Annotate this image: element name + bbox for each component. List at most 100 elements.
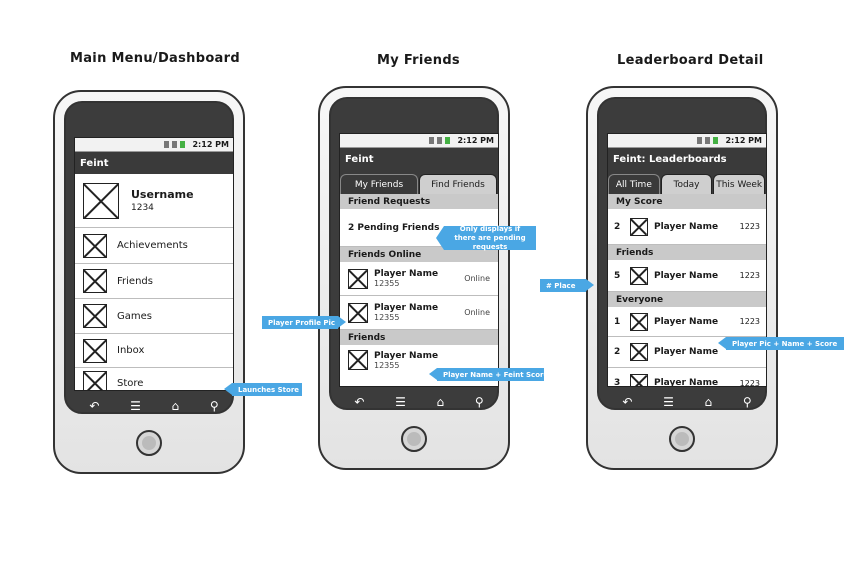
home-button[interactable] <box>401 426 427 452</box>
status-time: 2:12 PM <box>192 140 229 149</box>
player-name: Player Name <box>374 269 439 279</box>
player-name: Player Name <box>654 378 719 387</box>
menu-item-label: Inbox <box>117 345 145 356</box>
home-button[interactable] <box>136 430 162 456</box>
wifi-icon <box>697 137 703 144</box>
player-avatar <box>348 268 368 289</box>
player-avatar <box>348 350 368 370</box>
player-score: 12355 <box>374 279 400 288</box>
callout-place: # Place <box>540 279 594 292</box>
user-profile-row[interactable]: Username 1234 <box>75 174 233 228</box>
back-icon[interactable]: ↶ <box>354 395 365 409</box>
player-score: 12355 <box>374 360 400 370</box>
menu-icon[interactable]: ☰ <box>130 399 141 413</box>
my-score-row[interactable]: 2 Player Name 1223 <box>608 209 766 245</box>
status-bar: 2:12 PM <box>340 134 498 148</box>
player-name: Player Name <box>654 221 719 232</box>
battery-icon <box>445 137 451 144</box>
friends-screen: 2:12 PM Feint My Friends Find Friends Fr… <box>339 133 499 387</box>
table-row[interactable]: 2 Player Name <box>608 337 766 368</box>
menu-item-label: Achievements <box>117 240 188 251</box>
menu-item-achievements[interactable]: Achievements <box>75 228 233 264</box>
menu-item-inbox[interactable]: Inbox <box>75 334 233 368</box>
user-score: 1234 <box>131 203 154 213</box>
player-name: Player Name <box>374 303 439 313</box>
wifi-icon <box>429 137 435 144</box>
back-icon[interactable]: ↶ <box>622 395 633 409</box>
callout-player-profile-pic: Player Profile Pic <box>262 316 346 329</box>
player-avatar <box>348 302 368 323</box>
rank: 5 <box>614 270 621 281</box>
leaderboard-tabs: All Time Today This Week <box>608 170 766 194</box>
menu-icon[interactable]: ☰ <box>663 395 674 409</box>
back-icon[interactable]: ↶ <box>89 399 100 413</box>
search-icon[interactable]: ⚲ <box>742 395 752 409</box>
status-bar: 2:12 PM <box>608 134 766 148</box>
callout-pending-requests: Only displays if there are pending reque… <box>436 225 536 251</box>
friends-row[interactable]: 5 Player Name 1223 <box>608 260 766 292</box>
rank: 2 <box>614 221 621 232</box>
home-icon[interactable]: ⌂ <box>436 395 445 409</box>
phone-bezel: 2:12 PM Feint: Leaderboards All Time Tod… <box>597 97 767 410</box>
avatar <box>83 182 119 219</box>
app-title: Feint <box>75 152 233 174</box>
battery-icon <box>713 137 719 144</box>
menu-item-store[interactable]: Store <box>75 368 233 390</box>
phone-bezel: 2:12 PM Feint Username 1234 Achievements… <box>64 101 234 414</box>
menu-icon[interactable]: ☰ <box>395 395 406 409</box>
menu-item-friends[interactable]: Friends <box>75 264 233 299</box>
phone-friends: 2:12 PM Feint My Friends Find Friends Fr… <box>318 86 510 470</box>
table-row[interactable]: 3 Player Name 1223 <box>608 368 766 387</box>
online-status: Online <box>464 274 490 283</box>
softkeys: ↶ ☰ ⌂ ⚲ <box>607 391 767 413</box>
list-item[interactable]: Player Name 12355 <box>340 345 498 375</box>
player-score: 1223 <box>739 271 760 280</box>
rank: 1 <box>614 316 621 327</box>
menu-item-label: Friends <box>117 275 153 287</box>
wifi-icon <box>164 141 170 148</box>
tab-this-week[interactable]: This Week <box>713 174 766 194</box>
search-icon[interactable]: ⚲ <box>209 399 219 413</box>
player-avatar <box>630 343 648 361</box>
status-bar: 2:12 PM <box>75 138 233 152</box>
home-button[interactable] <box>669 426 695 452</box>
pending-friends-label: 2 Pending Friends <box>348 222 440 233</box>
pending-friends-row[interactable]: 2 Pending Friends <box>340 209 498 247</box>
home-icon[interactable]: ⌂ <box>171 399 180 413</box>
player-avatar <box>630 312 648 331</box>
search-icon[interactable]: ⚲ <box>474 395 484 409</box>
menu-item-games[interactable]: Games <box>75 299 233 334</box>
tab-my-friends[interactable]: My Friends <box>340 174 418 194</box>
leaderboard-title: Leaderboard Detail <box>617 53 764 68</box>
app-title: Feint: Leaderboards <box>608 148 766 170</box>
tab-find-friends[interactable]: Find Friends <box>419 174 497 194</box>
phone-bezel: 2:12 PM Feint My Friends Find Friends Fr… <box>329 97 499 410</box>
phone-leaderboard: 2:12 PM Feint: Leaderboards All Time Tod… <box>586 86 778 470</box>
games-icon <box>83 304 107 328</box>
username: Username <box>131 188 194 201</box>
tab-all-time[interactable]: All Time <box>608 174 660 194</box>
store-icon <box>83 371 107 390</box>
softkeys: ↶ ☰ ⌂ ⚲ <box>74 395 234 417</box>
online-status: Online <box>464 308 490 317</box>
signal-icon <box>437 137 443 144</box>
friends-title: My Friends <box>377 53 460 68</box>
battery-icon <box>180 141 186 148</box>
player-score: 12355 <box>374 313 400 322</box>
list-item[interactable]: Player Name 12355 Online <box>340 262 498 296</box>
player-score: 1223 <box>739 222 760 231</box>
softkeys: ↶ ☰ ⌂ ⚲ <box>339 391 499 413</box>
table-row[interactable]: 1 Player Name 1223 <box>608 307 766 337</box>
friend-requests-header: Friend Requests <box>340 194 498 209</box>
home-icon[interactable]: ⌂ <box>704 395 713 409</box>
player-name: Player Name <box>654 347 719 357</box>
app-title: Feint <box>340 148 498 170</box>
status-time: 2:12 PM <box>457 136 494 145</box>
callout-launches-store: Launches Store <box>224 383 302 396</box>
tab-today[interactable]: Today <box>660 174 713 194</box>
player-avatar <box>630 266 648 285</box>
everyone-header: Everyone <box>608 292 766 307</box>
player-avatar <box>630 374 648 386</box>
player-name: Player Name <box>654 316 719 327</box>
list-item[interactable]: Player Name 12355 Online <box>340 296 498 330</box>
